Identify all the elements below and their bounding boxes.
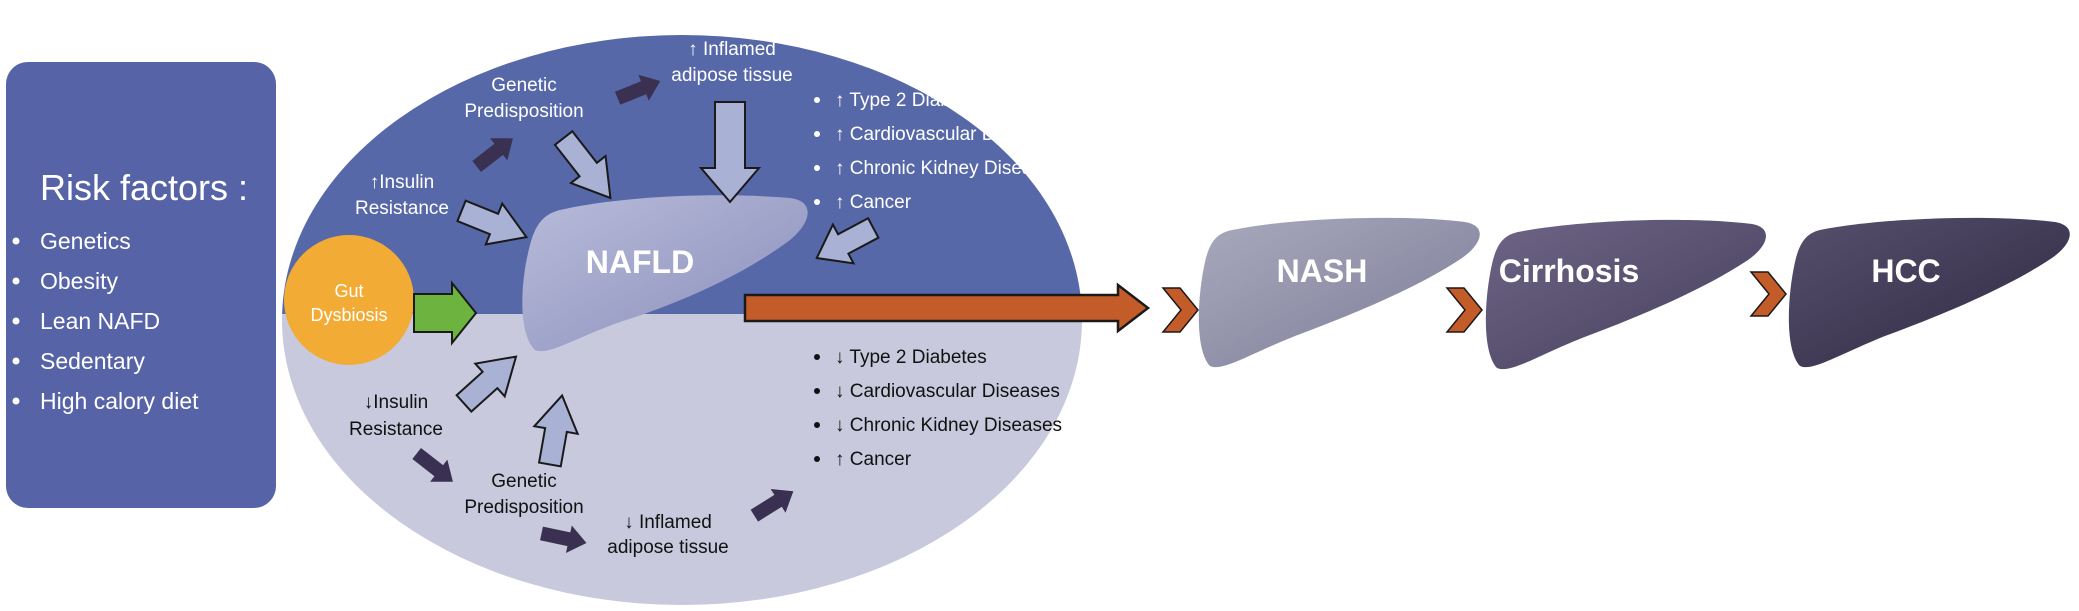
- inflamed-adipose-up-line2: adipose tissue: [671, 65, 792, 86]
- risk-factor-item: Obesity: [40, 268, 118, 294]
- risk-factors-panel: Risk factors : Genetics Obesity Lean NAF…: [6, 62, 276, 508]
- bottom-outcome-item: ↓ Cardiovascular Diseases: [835, 381, 1060, 402]
- genetic-predisposition-down-line2: Predisposition: [464, 497, 583, 518]
- chevron-right-icon: [1445, 287, 1483, 333]
- risk-factors-box: [6, 62, 276, 508]
- risk-factor-item: Sedentary: [40, 348, 145, 374]
- top-outcome-item: ↑ Type 2 Diabetes: [835, 90, 987, 111]
- nash-label: NASH: [1277, 253, 1368, 289]
- risk-factors-title: Risk factors :: [40, 167, 248, 208]
- chevron-right-icon: [1161, 287, 1199, 333]
- block-arrow: [698, 101, 762, 204]
- bottom-outcome-item: ↑ Cancer: [835, 449, 912, 470]
- gut-arrow: [413, 280, 478, 346]
- genetic-predisposition-up-line1: Genetic: [491, 75, 556, 96]
- gut-dysbiosis-circle: [284, 235, 414, 365]
- cirrhosis-label: Cirrhosis: [1499, 253, 1639, 289]
- block-arrow: [455, 355, 518, 414]
- progression-chevrons: [1161, 271, 1787, 333]
- bottom-outcome-item: ↓ Type 2 Diabetes: [835, 347, 987, 368]
- top-block-arrows: [456, 101, 880, 265]
- nafld-liver: NAFLD: [522, 195, 808, 352]
- dark-arrow: [472, 138, 513, 173]
- dark-arrow: [540, 525, 587, 553]
- hcc-liver-shape: [1788, 217, 2070, 368]
- bottom-block-arrows: [455, 355, 580, 468]
- top-labels: ↑Insulin Resistance Genetic Predispositi…: [355, 39, 793, 219]
- nafld-label: NAFLD: [586, 244, 694, 280]
- nash-liver: NASH: [1198, 217, 1480, 368]
- top-outcome-item: ↑ Cancer: [835, 192, 912, 213]
- insulin-resistance-up-line2: Resistance: [355, 198, 449, 219]
- risk-factor-item: Lean NAFD: [40, 308, 160, 334]
- risk-factor-item: Genetics: [40, 228, 131, 254]
- top-outcome-item: ↑ Chronic Kidney Diseases: [835, 158, 1062, 179]
- risk-factor-item: High calory diet: [40, 388, 199, 414]
- dark-arrow: [750, 488, 794, 522]
- insulin-resistance-down-line1: ↓Insulin: [364, 392, 428, 413]
- dark-arrow: [614, 74, 661, 105]
- progression-arrow: [743, 282, 1151, 334]
- chevron-right-icon: [1749, 271, 1787, 317]
- inflamed-adipose-up-line1: ↑ Inflamed: [688, 39, 776, 60]
- hcc-label: HCC: [1871, 253, 1940, 289]
- top-dark-arrows: [472, 74, 661, 173]
- block-arrow: [553, 129, 612, 200]
- gut-dysbiosis: Gut Dysbiosis: [284, 235, 478, 365]
- bottom-outcomes-list: ↓ Type 2 Diabetes ↓ Cardiovascular Disea…: [814, 347, 1062, 470]
- nash-liver-shape: [1198, 217, 1480, 368]
- inflamed-adipose-down-line1: ↓ Inflamed: [624, 512, 712, 533]
- top-outcomes-list: ↑ Type 2 Diabetes ↑ Cardiovascular Disea…: [814, 90, 1062, 213]
- hcc-liver: HCC: [1788, 217, 2070, 368]
- dark-arrow: [412, 447, 453, 482]
- bottom-labels: ↓Insulin Resistance Genetic Predispositi…: [349, 392, 729, 558]
- inflamed-adipose-down-line2: adipose tissue: [607, 537, 728, 558]
- cirrhosis-liver-shape: [1485, 219, 1766, 370]
- genetic-predisposition-down-line1: Genetic: [491, 471, 556, 492]
- block-arrow: [815, 216, 880, 265]
- cirrhosis-liver: Cirrhosis: [1485, 219, 1766, 370]
- insulin-resistance-down-line2: Resistance: [349, 419, 443, 440]
- block-arrow: [532, 393, 580, 468]
- risk-factors-list: Genetics Obesity Lean NAFD Sedentary Hig…: [12, 228, 199, 414]
- block-arrow: [456, 199, 529, 246]
- gut-label-line1: Gut: [334, 281, 363, 301]
- bottom-outcome-item: ↓ Chronic Kidney Diseases: [835, 415, 1062, 436]
- genetic-predisposition-up-line2: Predisposition: [464, 101, 583, 122]
- nafld-liver-shape: [522, 195, 808, 352]
- insulin-resistance-up-line1: ↑Insulin: [370, 172, 434, 193]
- bottom-dark-arrows: [412, 447, 794, 553]
- top-outcome-item: ↑ Cardiovascular Diseases: [835, 124, 1060, 145]
- gut-label-line2: Dysbiosis: [310, 305, 387, 325]
